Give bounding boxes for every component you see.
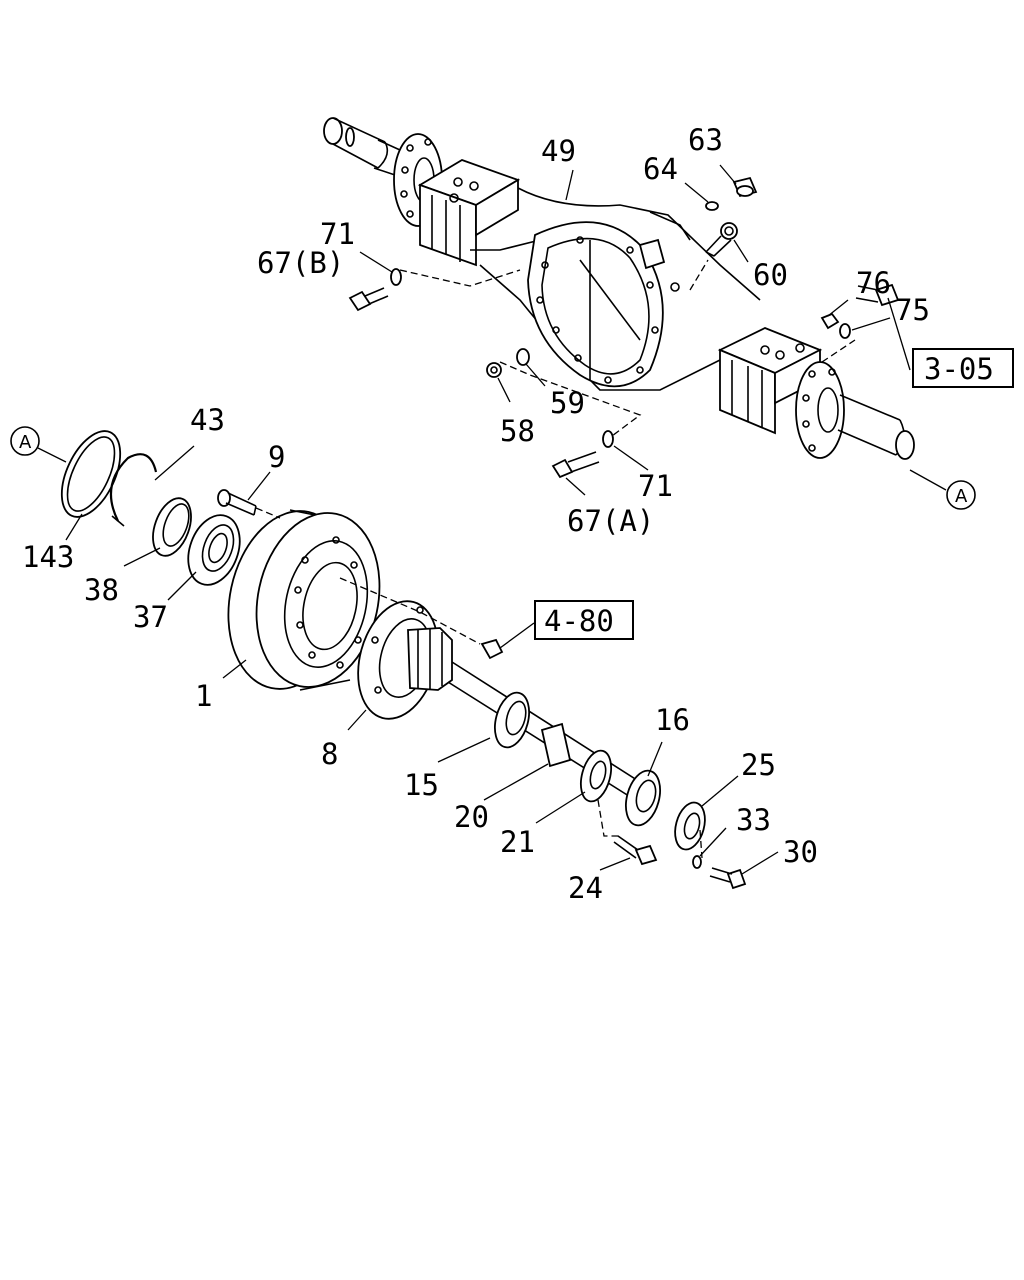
- part-16-bearing: [625, 769, 661, 827]
- label-143: 143: [22, 540, 74, 574]
- label-20: 20: [454, 800, 489, 834]
- left-spring-seat: [417, 159, 521, 267]
- ref-box-4-80[interactable]: 4-80: [534, 600, 634, 640]
- label-76: 76: [856, 266, 891, 300]
- part-58-plug: [486, 362, 502, 378]
- right-spring-seat: [717, 327, 823, 435]
- part-15-bearing: [494, 691, 530, 749]
- part-20-carrier: [540, 722, 572, 768]
- assembly-dashed-lines: [255, 259, 856, 859]
- label-60: 60: [753, 258, 788, 292]
- label-25: 25: [741, 748, 776, 782]
- right-flange: [795, 361, 845, 459]
- right-spindle: [837, 394, 915, 460]
- part-60-breather: [705, 222, 738, 257]
- part-37-bearing: [187, 514, 241, 586]
- label-16: 16: [655, 703, 690, 737]
- part-71-upper-washer: [390, 268, 402, 286]
- label-38: 38: [84, 573, 119, 607]
- label-9: 9: [268, 440, 285, 474]
- ref-4-80-label: 4-80: [544, 604, 614, 638]
- label-71-lower: 71: [638, 469, 673, 503]
- label-8: 8: [321, 737, 338, 771]
- part-43-snap-ring: [109, 453, 158, 527]
- label-49: 49: [541, 134, 576, 168]
- part-67b-bolt: [348, 287, 389, 312]
- part-24-bolt: [613, 835, 658, 866]
- part-64-gasket: [705, 201, 719, 211]
- part-3-05-bolt: [855, 283, 900, 307]
- label-15: 15: [404, 768, 439, 802]
- label-75: 75: [895, 293, 930, 327]
- part-8-axle-shaft-flange: [357, 600, 453, 720]
- part-33-washer: [692, 855, 702, 869]
- marker-a-left-label: A: [19, 432, 32, 453]
- label-1: 1: [195, 679, 212, 713]
- part-1-brake-drum: [227, 509, 381, 691]
- part-67a-bolt: [551, 451, 600, 479]
- label-37: 37: [133, 600, 168, 634]
- part-25-cap: [674, 801, 706, 851]
- label-67b: 67(B): [257, 246, 344, 280]
- label-59: 59: [550, 386, 585, 420]
- part-143-seal-ring: [60, 430, 122, 518]
- part-76-nut: [820, 312, 840, 330]
- marker-a-right-label: A: [955, 486, 968, 507]
- part-59-gasket: [516, 348, 530, 366]
- label-43: 43: [190, 403, 225, 437]
- label-67a: 67(A): [567, 504, 654, 538]
- part-labels: 49 63 64 60 71 67(B) 76 75 58 59 71 67(A…: [22, 123, 930, 905]
- part-38-oil-seal: [152, 497, 192, 557]
- label-30: 30: [783, 835, 818, 869]
- part-71-lower-washer: [602, 430, 614, 448]
- leader-lines: [37, 164, 947, 875]
- label-24: 24: [568, 871, 603, 905]
- marker-a-right: A: [946, 480, 976, 510]
- ref-box-3-05[interactable]: 3-05: [912, 348, 1014, 388]
- banjo-housing: [470, 187, 761, 391]
- axle-housing: [323, 117, 915, 460]
- label-33: 33: [736, 803, 771, 837]
- part-21-retainer: [579, 749, 613, 803]
- label-58: 58: [500, 414, 535, 448]
- part-30-bolt: [709, 867, 747, 890]
- left-spindle: [323, 117, 401, 177]
- label-64: 64: [643, 152, 678, 186]
- part-63-plug: [732, 176, 758, 198]
- part-75-washer: [839, 323, 851, 339]
- part-9-hub-bolt: [217, 489, 257, 516]
- label-63: 63: [688, 123, 723, 157]
- ref-3-05-label: 3-05: [924, 352, 994, 386]
- part-4-80-nut: [480, 638, 504, 660]
- label-21: 21: [500, 825, 535, 859]
- marker-a-left: A: [10, 426, 40, 456]
- label-71-upper: 71: [320, 217, 355, 251]
